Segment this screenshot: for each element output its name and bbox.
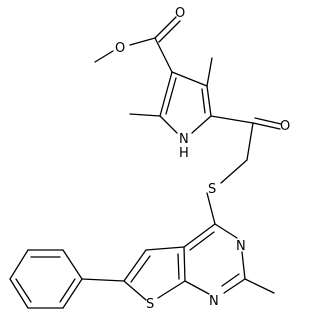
bond-c2-methyl-pyr: [244, 278, 275, 294]
bond-ph-1-2: [62, 249, 83, 280]
bond-c5-n: [191, 115, 212, 134]
bond-ketone-c-o-b: [254, 117, 282, 125]
bond-c2-c3-b: [165, 77, 177, 115]
bond-c2-n1-a: [223, 278, 246, 294]
bond-ph-4-5: [9, 278, 29, 309]
bond-c2-c3-a: [159, 71, 173, 117]
atom-label-pyrrole-h: H: [179, 146, 189, 161]
bond-carbonyl-c-o-double-a: [154, 16, 177, 39]
bond-c5-ketone-c: [210, 115, 254, 124]
bond-ph-3-4: [9, 249, 29, 280]
bond-c4a-c4-a: [183, 223, 216, 248]
bond-ketone-c-o-a: [252, 122, 281, 130]
atom-label-thioether-s: S: [208, 182, 216, 197]
bond-c4a-c5t: [145, 246, 185, 251]
bond-c4-c5-b: [201, 88, 206, 114]
bond-carbonyl-c-o-double-b: [158, 20, 181, 43]
bond-methyl-o: [94, 50, 114, 63]
atom-label-thiophene-s: S: [146, 297, 154, 312]
atom-label-pyrimidine-n-upper: N: [236, 239, 246, 254]
atom-label-pyrrole-n: N: [179, 132, 189, 147]
bond-c4-n3: [214, 223, 238, 239]
bond-c4-c5-a: [206, 85, 212, 117]
bond-c2-methyl: [129, 113, 161, 117]
bond-c2-n1-b: [221, 273, 240, 287]
atom-label-pyrimidine-n-lower: N: [209, 294, 219, 309]
bond-c5t-c6t-a: [123, 249, 147, 282]
bond-ph-inner-c: [59, 278, 76, 303]
bond-ph-inner-b: [15, 278, 32, 303]
atom-label-ketone-o: O: [280, 119, 290, 134]
bond-carbonyl-c-ring-c3: [154, 37, 173, 73]
bond-c3-c4: [171, 71, 208, 87]
bond-n3-c2: [241, 251, 246, 280]
bond-c6t-s: [123, 280, 147, 301]
bond-s-c7a: [157, 280, 186, 299]
bond-c7a-c4a: [183, 246, 186, 282]
bond-c4a-c4-b: [189, 231, 215, 251]
bonds: [9, 16, 282, 309]
bond-c6t-phenyl: [81, 278, 125, 282]
bond-ph-6-1: [62, 278, 83, 309]
bond-o-carbonyl-c: [129, 37, 156, 46]
bond-ketone-c-ch2: [246, 122, 254, 161]
bond-n1-c7a: [184, 280, 210, 295]
molecule-structure: O O N H O S N N S: [9, 6, 290, 312]
bond-s-pyrimidine-c4: [206, 192, 216, 225]
bond-c4-methyl: [206, 57, 213, 87]
bond-c7a-c7a-inner: [177, 253, 180, 280]
bond-n-c2: [159, 115, 178, 134]
bond-ch2-s: [220, 159, 248, 184]
bond-c5t-c6t-b: [130, 255, 151, 283]
atom-label-ester-o-carbonyl: O: [175, 6, 185, 21]
atom-label-ester-o-methoxy: O: [115, 41, 125, 56]
atom-labels: O O N H O S N N S: [115, 6, 290, 312]
